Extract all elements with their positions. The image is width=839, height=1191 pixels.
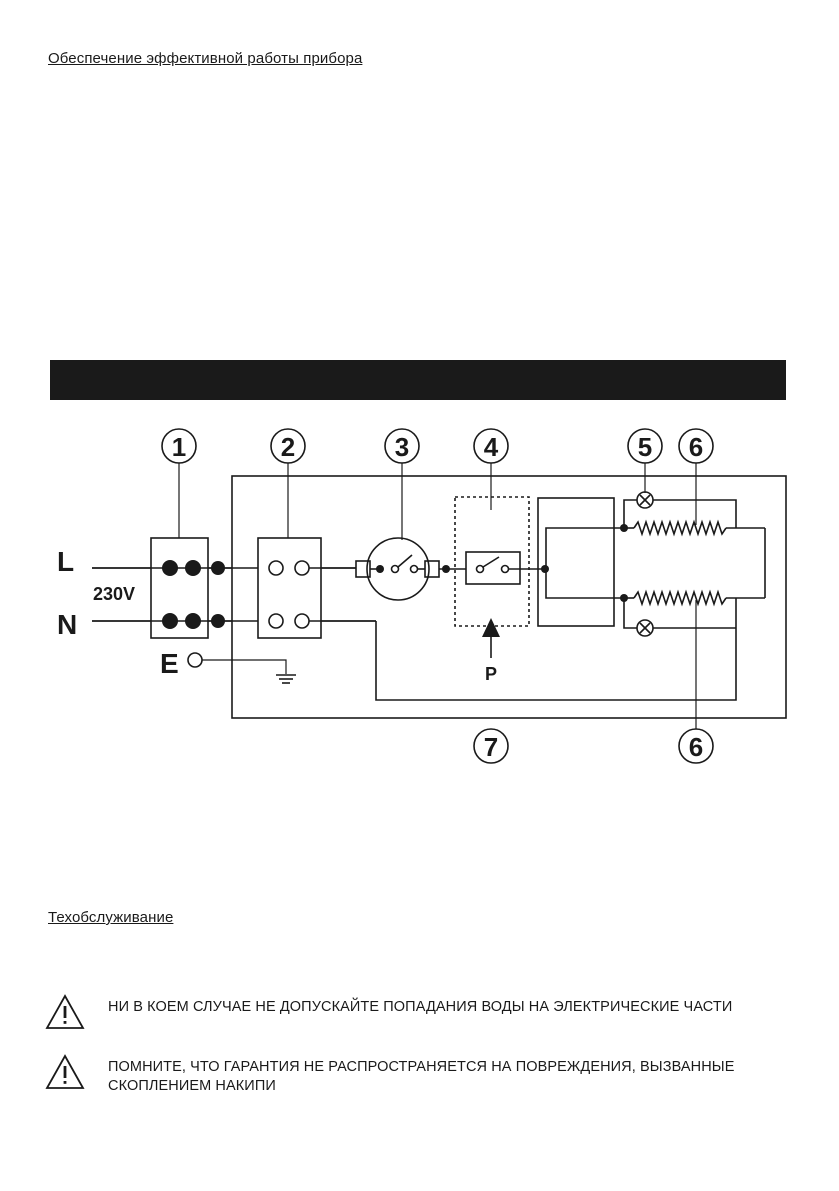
heating-element-upper <box>633 519 727 537</box>
pressure-label: P <box>485 664 497 684</box>
callout-3-label: 3 <box>395 432 409 462</box>
callout-2-label: 2 <box>281 432 295 462</box>
callout-5: 5 <box>627 428 663 464</box>
callout-2: 2 <box>270 428 306 464</box>
efficiency-heading: Обеспечение эффективной работы прибора <box>48 50 363 67</box>
callout-6-bottom-label: 6 <box>689 732 703 762</box>
callout-7-label: 7 <box>484 732 498 762</box>
warning-1-text: НИ В КОЕМ СЛУЧАЕ НЕ ДОПУСКАЙТЕ ПОПАДАНИЯ… <box>108 999 733 1015</box>
callout-3: 3 <box>384 428 420 464</box>
warning-2: ПОМНИТЕ, ЧТО ГАРАНТИЯ НЕ РАСПРОСТРАНЯЕТС… <box>45 1054 805 1114</box>
callout-1-label: 1 <box>172 432 186 462</box>
callout-4-label: 4 <box>484 432 499 462</box>
terminal-N: N <box>57 609 77 640</box>
element-selector-box <box>537 497 615 627</box>
callout-7: 7 <box>473 728 509 764</box>
pressure-arrow-icon <box>482 618 500 637</box>
warning-2-text: ПОМНИТЕ, ЧТО ГАРАНТИЯ НЕ РАСПРОСТРАНЯЕТС… <box>108 1059 735 1094</box>
power-switch <box>355 537 440 601</box>
callout-6-bottom: 6 <box>678 728 714 764</box>
callout-6-top-label: 6 <box>689 432 703 462</box>
terminal-E: E <box>160 648 179 679</box>
warning-triangle-icon <box>45 994 85 1029</box>
callout-5-label: 5 <box>638 432 652 462</box>
callout-6-top: 6 <box>678 428 714 464</box>
callout-1: 1 <box>161 428 197 464</box>
terminal-L: L <box>57 546 74 577</box>
wiring-diagram: .ln { stroke: #1a1a1a; stroke-width: 1.6… <box>57 428 787 764</box>
callout-4: 4 <box>473 428 509 464</box>
connector-block <box>257 537 322 639</box>
warning-1: НИ В КОЕМ СЛУЧАЕ НЕ ДОПУСКАЙТЕ ПОПАДАНИЯ… <box>45 994 805 1054</box>
voltage-label: 230V <box>93 584 135 604</box>
earth-terminal <box>187 652 203 668</box>
maintenance-heading: Техобслуживание <box>48 909 174 926</box>
pressure-switch <box>465 551 521 585</box>
warning-triangle-icon <box>45 1054 85 1089</box>
section-bar <box>50 360 786 400</box>
appliance-enclosure <box>231 475 787 719</box>
heating-element-lower <box>633 589 727 607</box>
